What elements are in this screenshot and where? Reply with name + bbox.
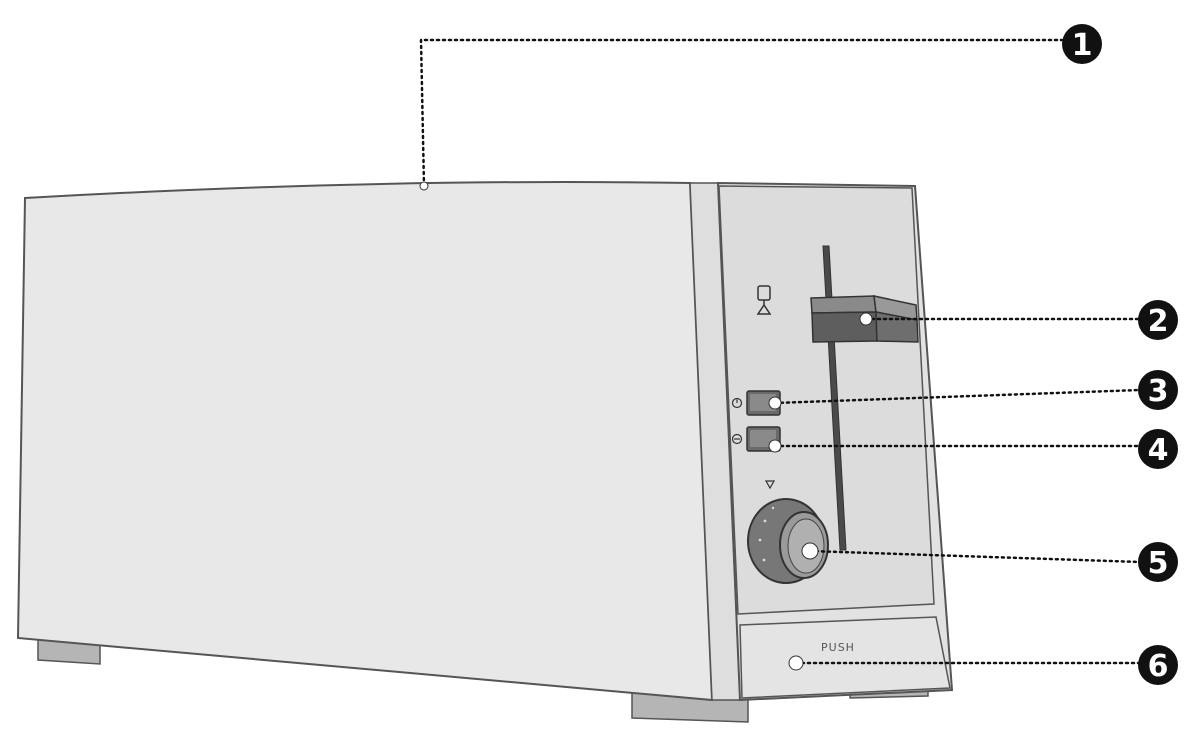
callout-number: 2 xyxy=(1148,304,1169,339)
callout-4: 4 xyxy=(1138,429,1178,469)
callout-number: 1 xyxy=(1072,28,1093,63)
callout-number: 3 xyxy=(1148,374,1169,409)
anchor-dots xyxy=(419,181,873,671)
browning-control-knob[interactable] xyxy=(747,498,829,584)
callout-5: 5 xyxy=(1138,542,1178,582)
callout-2: 2 xyxy=(1138,300,1178,340)
push-label: PUSH xyxy=(821,641,855,654)
toaster-body xyxy=(16,181,714,702)
callout-number: 6 xyxy=(1148,649,1169,684)
defrost-button[interactable] xyxy=(746,390,781,416)
leader-lines xyxy=(419,38,1142,665)
leader-line-5 xyxy=(808,549,1142,564)
timer-icon xyxy=(731,397,743,409)
callout-1: 1 xyxy=(1062,24,1102,64)
reheat-arrow-icon xyxy=(731,433,743,445)
leader-line-3 xyxy=(773,388,1142,405)
crumb-tray xyxy=(739,616,951,699)
knob-indicator-icon xyxy=(764,480,776,490)
callout-number: 5 xyxy=(1148,546,1169,581)
callout-number: 4 xyxy=(1148,433,1169,468)
callout-6: 6 xyxy=(1138,645,1178,685)
defrost-symbol-icon xyxy=(756,285,772,315)
callout-3: 3 xyxy=(1138,370,1178,410)
leader-line-1 xyxy=(419,38,1064,188)
